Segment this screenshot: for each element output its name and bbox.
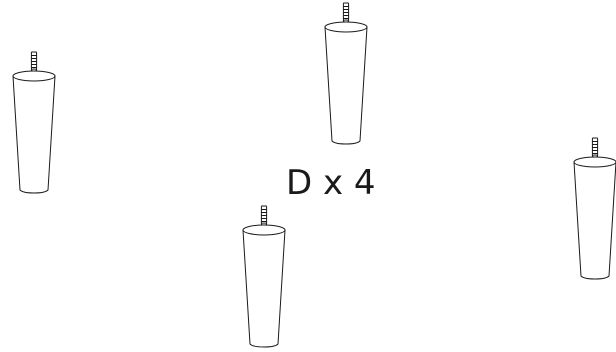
furniture-leg	[573, 137, 616, 280]
furniture-leg	[242, 205, 286, 348]
furniture-leg	[12, 51, 56, 194]
part-quantity-label: D x 4	[286, 163, 376, 203]
furniture-leg	[324, 2, 368, 145]
